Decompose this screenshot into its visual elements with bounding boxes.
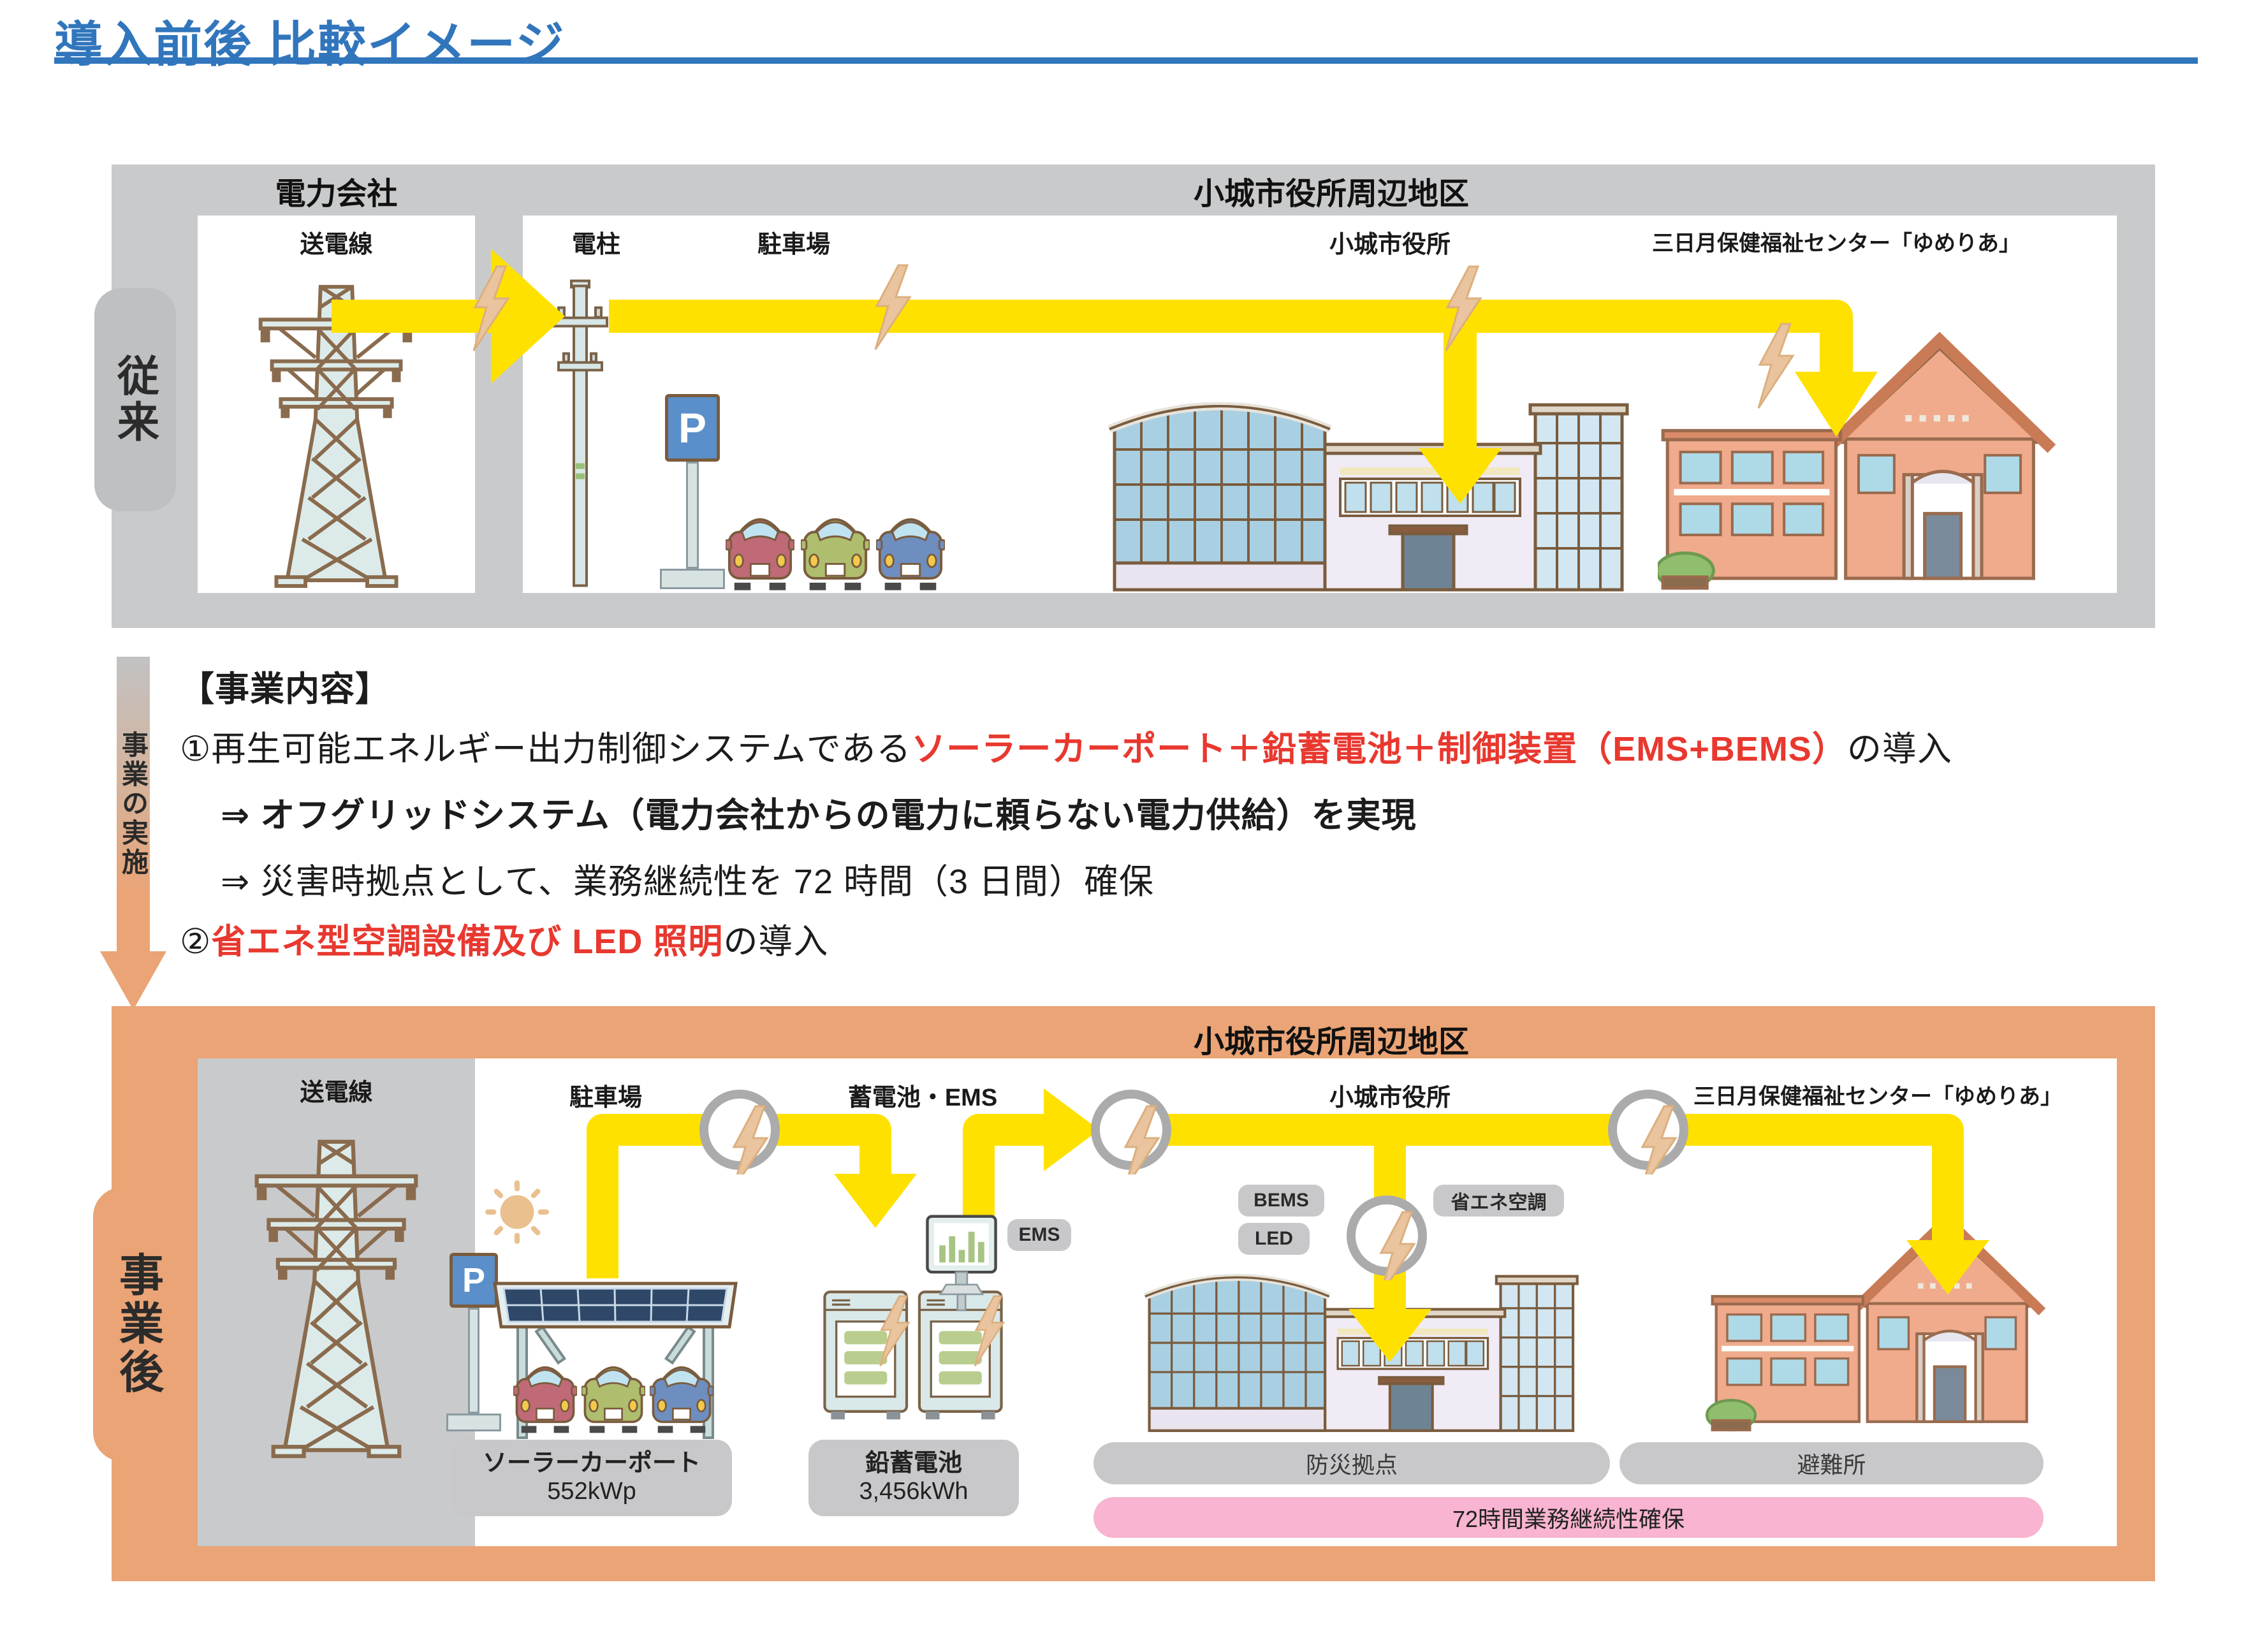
cityhall-role-bar: 防災拠点 — [1093, 1442, 1610, 1484]
before-welfare-label: 三日月保健福祉センター「ゆめりあ」 — [1652, 231, 2021, 256]
project-item1: ①再生可能エネルギー出力制御システムであるソーラーカーポート＋鉛蓄電池＋制御装置… — [180, 720, 1952, 771]
parking-sign-board: P — [450, 1253, 498, 1308]
solar-carport-caption: ソーラーカーポート 552kWp — [451, 1440, 732, 1516]
before-cityhall-label: 小城市役所 — [1329, 231, 1451, 258]
project-item1-highlight: ソーラーカーポート＋鉛蓄電池＋制御装置（EMS+BEMS） — [911, 730, 1847, 768]
before-side-label: 従来 — [94, 288, 176, 511]
led-badge: LED — [1238, 1223, 1310, 1255]
after-cityhall-label: 小城市役所 — [1329, 1085, 1451, 1111]
page-title: 導入前後 比較イメージ — [54, 18, 566, 72]
parking-sign: P — [660, 394, 725, 589]
before-district-label: 小城市役所周辺地区 — [1193, 177, 1469, 211]
aircon-badge: 省エネ空調 — [1433, 1185, 1564, 1217]
project-item2-suffix: の導入 — [723, 923, 829, 961]
solar-carport-capacity: 552kWp — [547, 1478, 636, 1505]
project-item2: ②省エネ型空調設備及び LED 照明の導入 — [180, 913, 828, 963]
battery-name: 鉛蓄電池 — [865, 1450, 962, 1477]
continuity-bar: 72時間業務継続性確保 — [1093, 1497, 2044, 1538]
after-battery-ems-label: 蓄電池・EMS — [847, 1085, 998, 1111]
project-item1-prefix: ①再生可能エネルギー出力制御システムである — [180, 730, 912, 768]
bems-badge: BEMS — [1238, 1185, 1324, 1217]
before-power-company-label: 電力会社 — [275, 177, 398, 211]
project-item2-prefix: ② — [180, 923, 212, 961]
project-item1-suffix: の導入 — [1846, 730, 1952, 768]
parking-sign-after: P — [446, 1253, 501, 1431]
parking-sign-base — [660, 569, 725, 589]
ems-badge: EMS — [1007, 1219, 1071, 1251]
parking-sign-pole — [686, 462, 699, 569]
project-item1-result2: ⇒ 災害時拠点として、業務継続性を 72 時間（3 日間）確保 — [221, 863, 1155, 901]
parking-sign-pole — [468, 1308, 479, 1414]
project-arrow-label: 事業の実施 — [118, 731, 149, 877]
after-welfare-label: 三日月保健福祉センター「ゆめりあ」 — [1693, 1085, 2062, 1109]
battery-capacity: 3,456kWh — [859, 1478, 969, 1505]
project-item1-result1: ⇒ オフグリッドシステム（電力会社からの電力に頼らない電力供給）を実現 — [221, 796, 1417, 835]
project-item2-highlight: 省エネ型空調設備及び LED 照明 — [211, 923, 724, 961]
title-underline — [54, 57, 2198, 64]
project-arrow-shaft — [117, 657, 150, 954]
before-grid-panel — [198, 216, 475, 593]
after-parking-label: 駐車場 — [569, 1085, 642, 1111]
parking-sign-board: P — [665, 394, 720, 462]
ems-monitor-icon — [925, 1213, 998, 1312]
parking-sign-base — [446, 1414, 501, 1431]
after-side-label: 事業後 — [93, 1187, 184, 1461]
before-district-panel — [523, 216, 2117, 593]
battery-caption: 鉛蓄電池 3,456kWh — [808, 1440, 1019, 1516]
solar-carport-name: ソーラーカーポート — [482, 1450, 701, 1477]
project-heading: 【事業内容】 — [180, 670, 390, 708]
before-parking-label: 駐車場 — [757, 231, 830, 258]
after-district-label: 小城市役所周辺地区 — [1193, 1025, 1469, 1059]
before-transmission-label: 送電線 — [300, 231, 373, 258]
after-grid-panel — [198, 1058, 475, 1546]
welfare-role-bar: 避難所 — [1620, 1442, 2044, 1484]
before-pole-label: 電柱 — [571, 231, 620, 258]
project-arrow-head — [100, 951, 166, 1010]
after-transmission-label: 送電線 — [300, 1079, 373, 1106]
